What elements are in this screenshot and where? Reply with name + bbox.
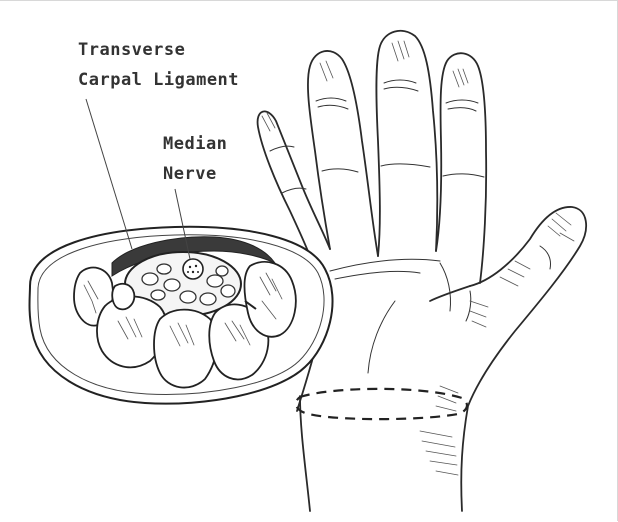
transverse-carpal-ligament-label: Transverse Carpal Ligament [78,35,239,95]
nerve-label-line-1: Median [163,129,227,159]
wrist-cross-section [30,227,333,404]
ligament-leader-line [86,99,132,249]
ligament-label-line-2: Carpal Ligament [78,65,239,95]
median-nerve-label: Median Nerve [163,129,227,189]
ligament-label-line-1: Transverse [78,35,239,65]
nerve-label-line-2: Nerve [163,159,227,189]
